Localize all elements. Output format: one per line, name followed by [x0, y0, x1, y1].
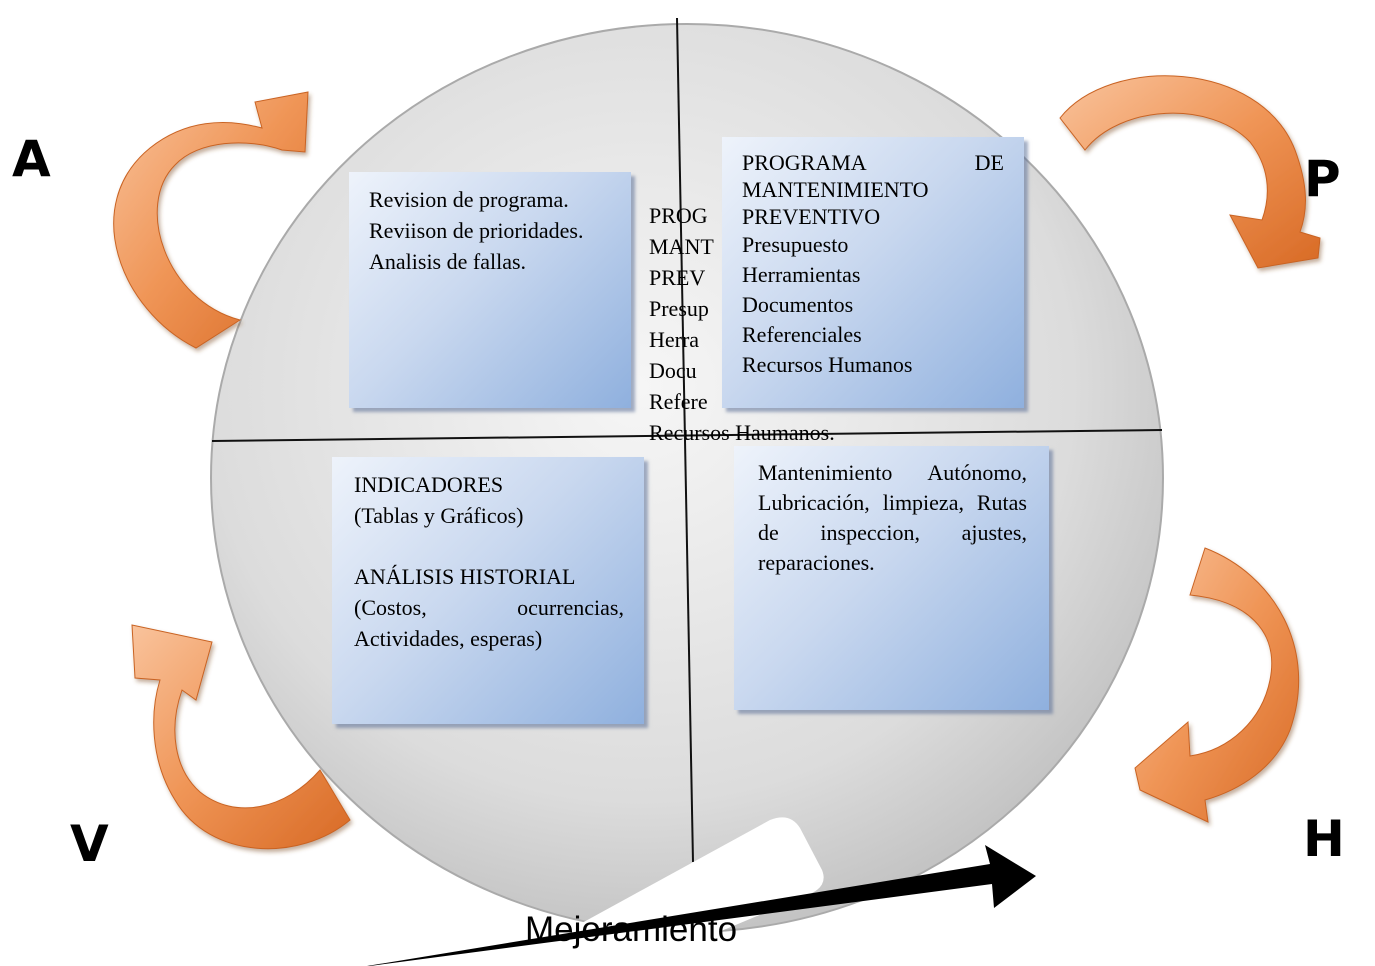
letter-do: H — [1303, 810, 1345, 868]
verify-line-2: (Tablas y Gráficos) — [354, 503, 524, 528]
overflow-line-3: PREV — [649, 265, 706, 290]
plan-quadrant-box: PROGRAMA DE MANTENIMIENTO PREVENTIVO Pre… — [722, 137, 1024, 408]
letter-verify: V — [70, 815, 109, 873]
overflow-text: PROG MANT PREV Presup Herra Docu Refere … — [649, 200, 835, 448]
act-line-3: Analisis de fallas. — [369, 249, 527, 274]
curved-arrow-bottom-right-icon — [1134, 547, 1300, 823]
vertical-divider — [676, 17, 694, 863]
overflow-line-1: PROG — [649, 203, 708, 228]
verify-quadrant-box: INDICADORES (Tablas y Gráficos) ANÁLISIS… — [332, 457, 644, 724]
plan-line-2: Herramientas — [742, 262, 861, 287]
do-text: Mantenimiento Autónomo, Lubricación, lim… — [758, 460, 1027, 575]
plan-line-5: Recursos Humanos — [742, 352, 913, 377]
overflow-line-7: Refere — [649, 389, 708, 414]
overflow-line-2: MANT — [649, 234, 714, 259]
verify-line-4: (Costos, ocurrencias, Actividades, esper… — [354, 595, 624, 651]
plan-line-4: Referenciales — [742, 322, 862, 347]
plan-line-3: Documentos — [742, 292, 854, 317]
act-line-1: Revision de programa. — [369, 187, 569, 212]
overflow-line-6: Docu — [649, 358, 697, 383]
letter-act: A — [12, 130, 51, 188]
verify-line-1: INDICADORES — [354, 472, 504, 497]
overflow-line-4: Presup — [649, 296, 709, 321]
overflow-line-8: Recursos Haumanos. — [649, 420, 835, 445]
plan-line-1: Presupuesto — [742, 232, 849, 257]
act-quadrant-box: Revision de programa. Reviison de priori… — [349, 172, 631, 408]
do-quadrant-box: Mantenimiento Autónomo, Lubricación, lim… — [734, 446, 1049, 710]
curved-arrow-bottom-left-icon — [131, 624, 351, 850]
curved-arrow-top-left-icon — [113, 91, 309, 349]
verify-line-3: ANÁLISIS HISTORIAL — [354, 564, 576, 589]
act-line-2: Reviison de prioridades. — [369, 218, 584, 243]
improvement-label: Mejoramiento — [525, 910, 738, 949]
curved-arrow-top-right-icon — [1059, 75, 1321, 269]
horizontal-divider — [211, 429, 1163, 442]
plan-title: PROGRAMA DE MANTENIMIENTO PREVENTIVO — [742, 150, 1004, 229]
letter-plan: P — [1304, 150, 1341, 208]
overflow-line-5: Herra — [649, 327, 700, 352]
